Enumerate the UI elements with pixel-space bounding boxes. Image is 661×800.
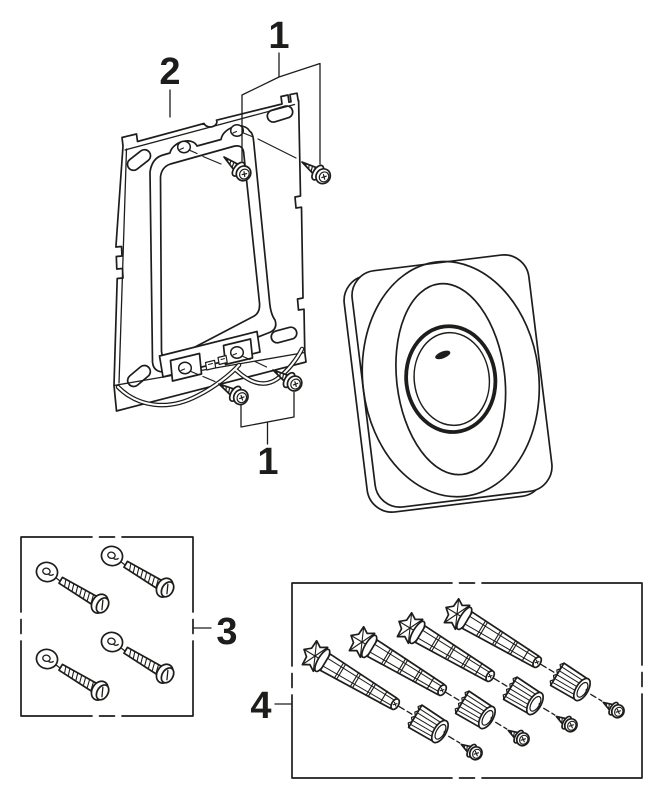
washer-screw-icon	[93, 537, 180, 604]
plate-face	[351, 254, 553, 508]
washer-screw-icon	[93, 623, 180, 690]
callout-4-kit: 4	[250, 685, 271, 727]
kit-box-3	[20, 536, 194, 717]
kit-box-4-border	[291, 582, 643, 779]
mounting-frame	[113, 92, 307, 412]
screw-alignment-line	[188, 132, 297, 383]
callout-3-kit: 3	[216, 611, 237, 653]
callout-1-top: 1	[268, 15, 289, 57]
frame-slot	[126, 148, 152, 172]
callout-1-bottom: 1	[257, 441, 278, 483]
washer-screw-icon	[28, 553, 115, 620]
kit-box-4	[291, 582, 643, 779]
kit-box-3-border	[20, 536, 194, 717]
frame-screw-holes	[176, 123, 245, 375]
frame-slot	[270, 326, 298, 344]
callout-lines	[169, 52, 321, 705]
plate-middle-ring	[395, 282, 507, 476]
frame-slot	[126, 364, 152, 388]
frame-clip-mark	[208, 358, 225, 365]
washer-screw-icon	[28, 640, 115, 707]
screw-icon	[296, 154, 335, 188]
flush-button-face	[413, 331, 491, 427]
plate-outer-ring	[361, 260, 541, 498]
flush-plate	[343, 254, 553, 513]
callout-2-frame: 2	[159, 51, 180, 93]
frame-wire-core	[116, 347, 304, 407]
frame-slot	[266, 105, 294, 123]
grohe-logo-mark	[435, 350, 451, 360]
